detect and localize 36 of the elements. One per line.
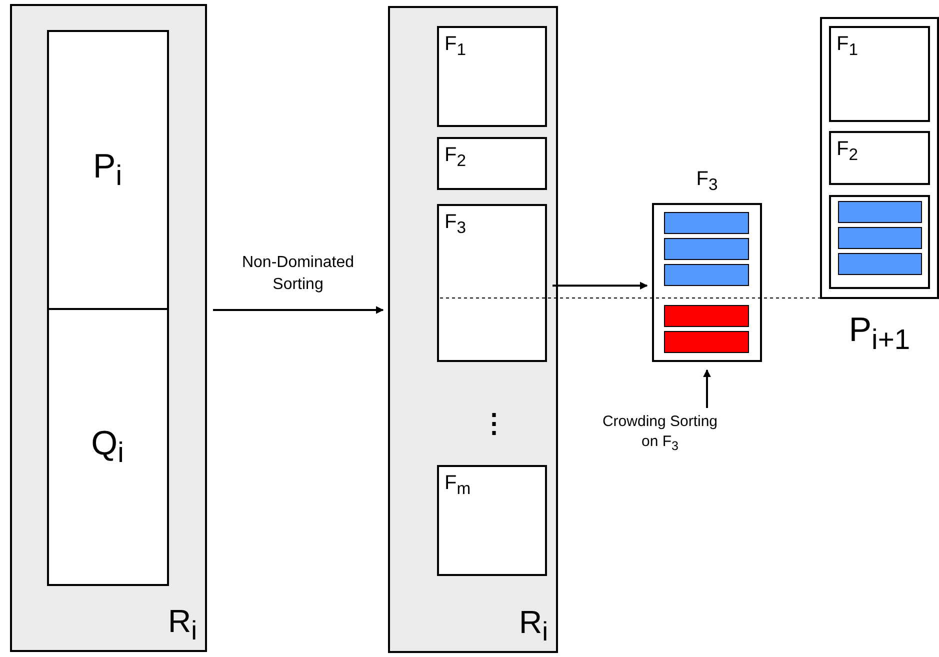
solution-bar xyxy=(838,253,922,275)
solution-bar xyxy=(838,227,922,249)
ellipsis-mark: ⋮ xyxy=(481,410,507,436)
front-box xyxy=(436,136,546,190)
node-label: P$_{i}$ xyxy=(93,148,122,190)
node-label: R$_{i}$ xyxy=(518,606,548,645)
node-label: F$_{2}$ xyxy=(836,138,858,164)
solution-bar xyxy=(838,201,922,223)
node-label: F$_{2}$ xyxy=(444,144,466,170)
solution-bar xyxy=(664,264,748,286)
node-label: R$_{i}$ xyxy=(168,604,197,644)
node-label: F$_{3}$ xyxy=(444,212,466,236)
front-box xyxy=(828,194,930,288)
population-panel xyxy=(10,4,207,652)
solution-bar xyxy=(664,238,748,260)
population-panel xyxy=(388,6,558,653)
node-label: F$_{1}$ xyxy=(444,34,466,58)
solution-bar xyxy=(664,330,748,352)
front-box xyxy=(828,26,930,122)
front-box xyxy=(828,130,930,184)
arrow xyxy=(213,306,384,314)
node-label: F$_{3}$ xyxy=(696,169,718,194)
node-label: F$_{1}$ xyxy=(836,34,858,58)
front-box xyxy=(436,26,546,126)
node-label: P$_{i+1}$ xyxy=(848,313,910,354)
solution-bar xyxy=(664,304,748,326)
arrow xyxy=(552,282,648,290)
front-box xyxy=(436,464,546,576)
front-box xyxy=(436,204,546,362)
population-box xyxy=(46,308,168,586)
annotation-text: Crowding Sorting on F$_{3}$ xyxy=(601,412,719,454)
population-box xyxy=(46,30,168,310)
solution-bar xyxy=(664,212,748,234)
node-label: F$_{m}$ xyxy=(444,472,471,498)
arrow xyxy=(703,369,711,408)
node-label: Q$_{i}$ xyxy=(91,426,124,468)
